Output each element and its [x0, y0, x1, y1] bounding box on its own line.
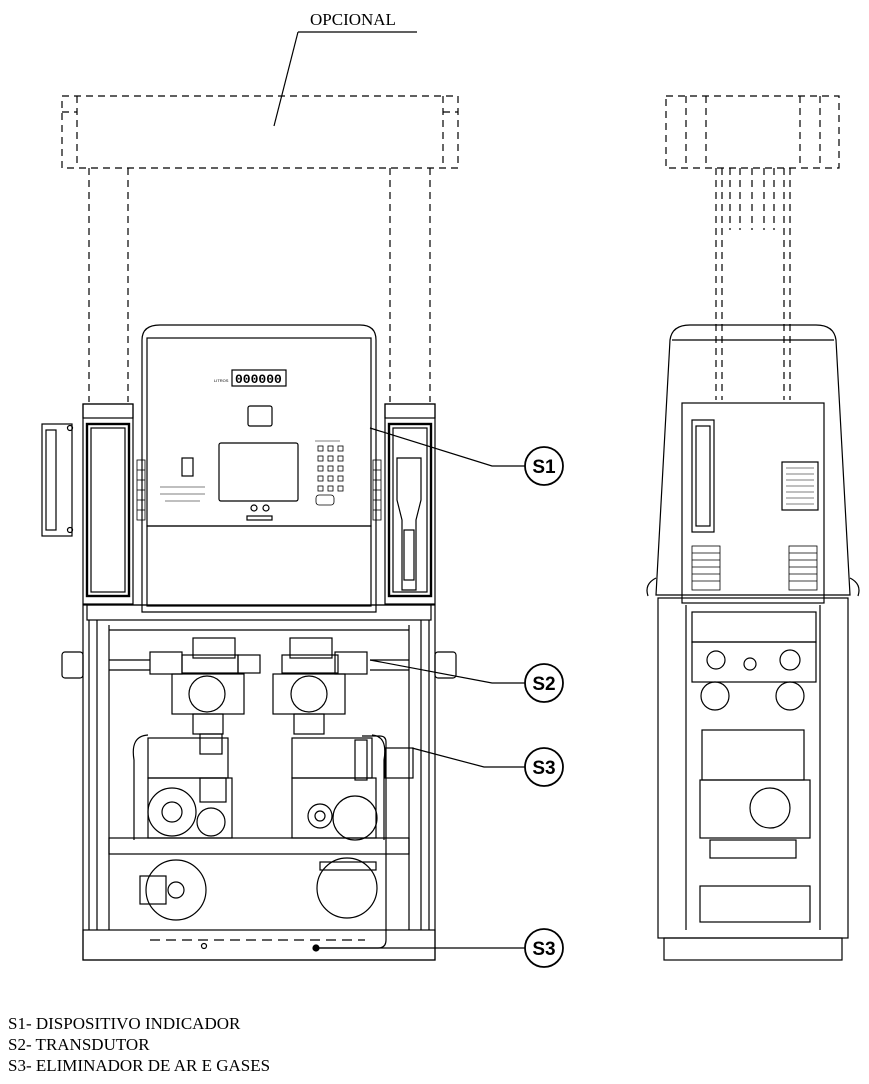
callout-s2: S2	[369, 659, 564, 703]
callout-s3-upper: S3	[411, 747, 564, 787]
legend-item-s1: S1- DISPOSITIVO INDICADOR	[8, 1014, 241, 1033]
legend: S1- DISPOSITIVO INDICADOR S2- TRANSDUTOR…	[8, 1013, 270, 1076]
callout-s3-lower-label: S3	[532, 939, 555, 960]
callout-s2-label: S2	[532, 674, 555, 695]
optional-canopy-side	[665, 95, 840, 400]
display-caption: LITROS	[214, 378, 229, 383]
legend-item-s3: S3- ELIMINADOR DE AR E GASES	[8, 1056, 271, 1075]
callout-s1-label: S1	[532, 457, 556, 478]
keypad	[315, 440, 344, 506]
legend-item-s2: S2- TRANSDUTOR	[8, 1035, 150, 1054]
optional-label: OPCIONAL	[310, 10, 396, 29]
optional-canopy-front	[61, 95, 459, 402]
callout-s3-lower: S3	[316, 928, 564, 968]
display-digits: 000000	[235, 372, 282, 387]
callout-s3-upper-label: S3	[532, 758, 555, 779]
optional-label-group: OPCIONAL	[273, 10, 417, 127]
dispenser-side-view	[646, 324, 860, 961]
callout-s1: S1	[369, 427, 564, 486]
dispenser-front-view: LITROS 000000	[41, 324, 457, 961]
